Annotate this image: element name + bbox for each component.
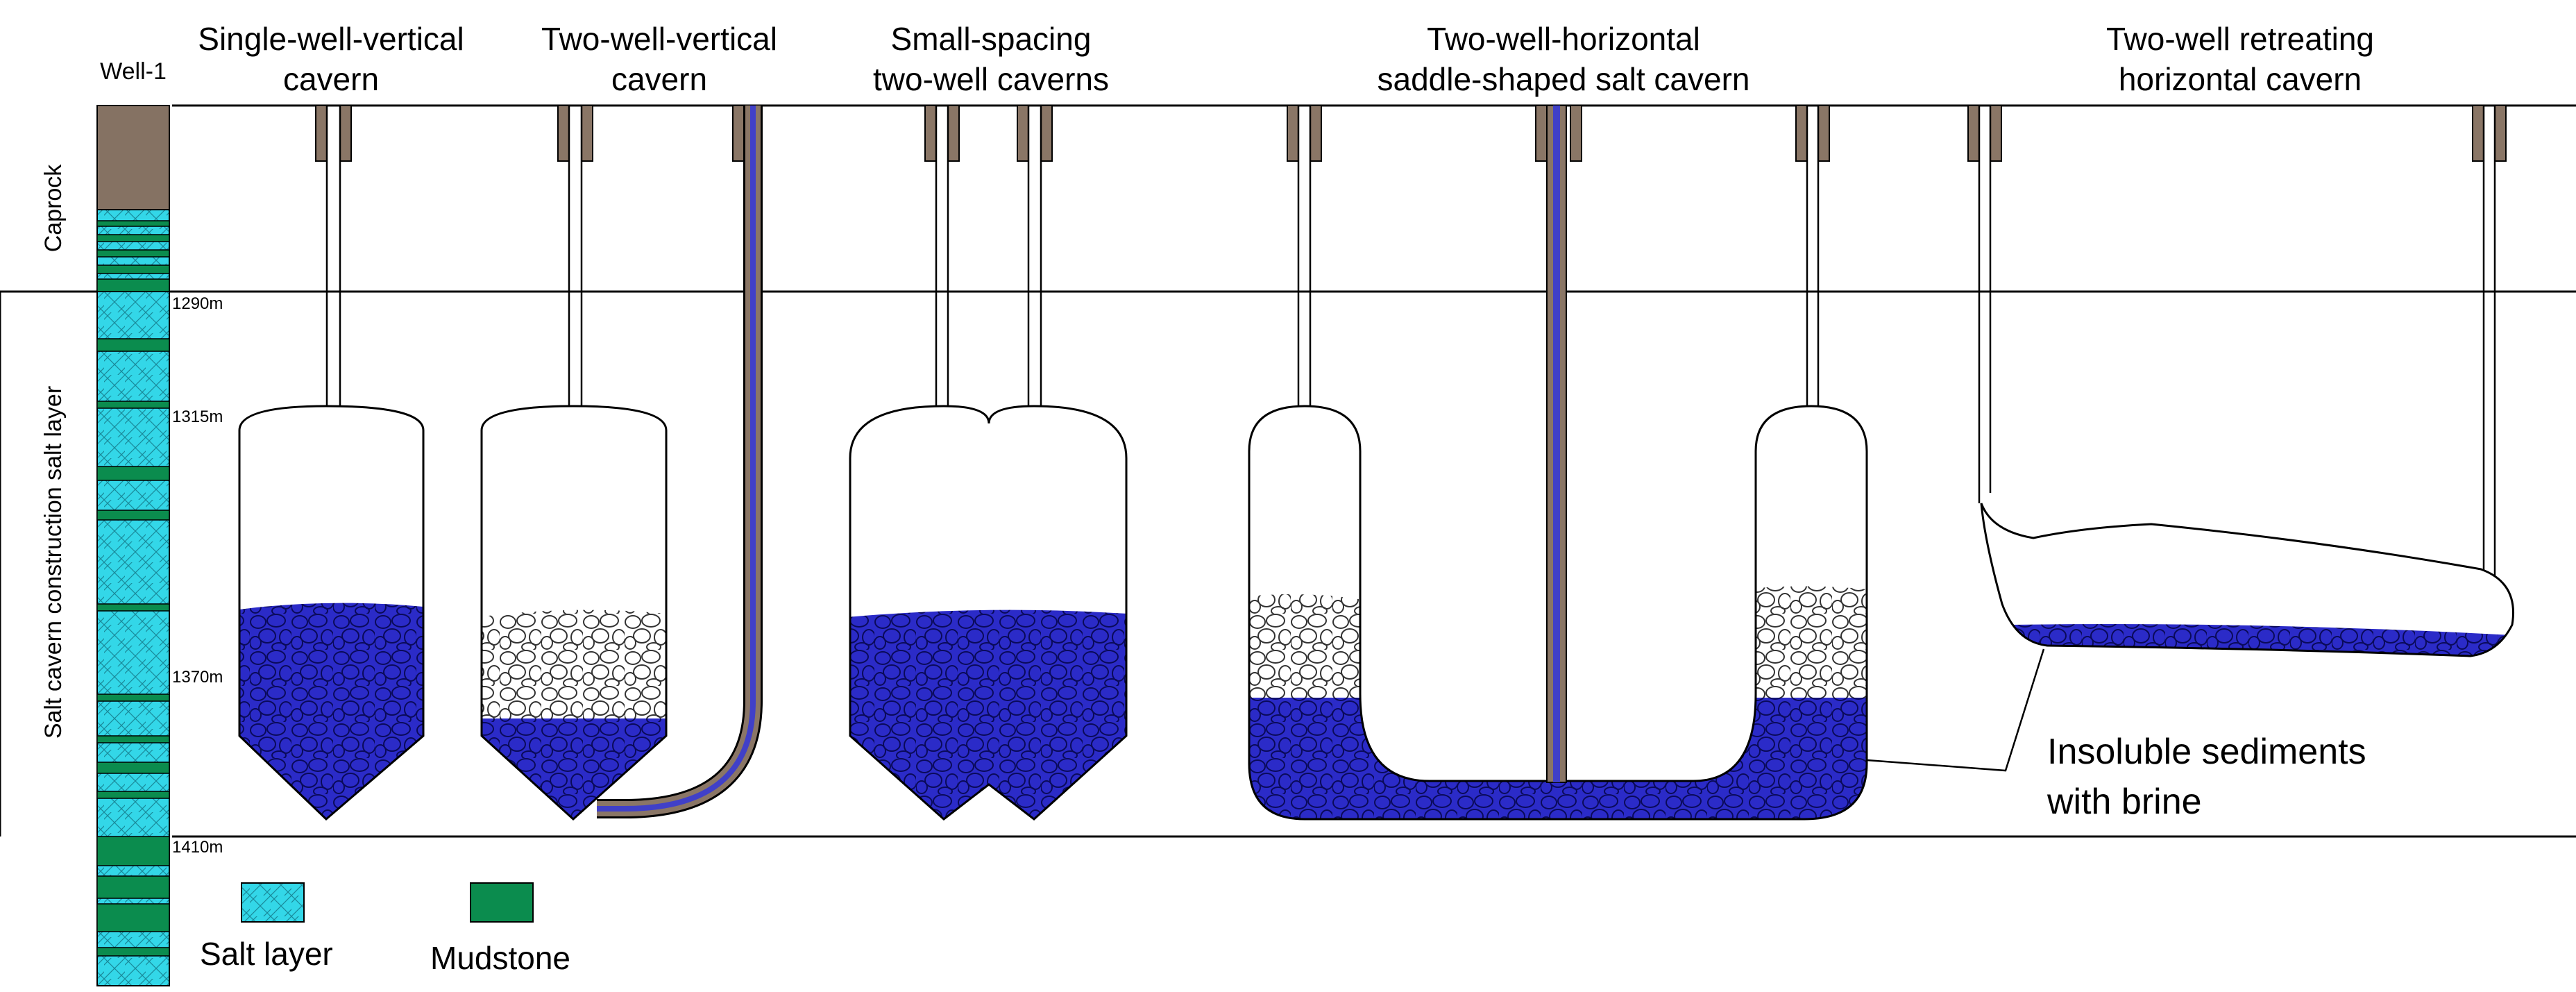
- cavern-single-well: [238, 405, 425, 821]
- sediment-callout: Insoluble sediments with brine: [1866, 648, 2366, 822]
- caprock-top-block: [96, 105, 170, 210]
- cavern-retreating-horizontal: [1980, 503, 2514, 657]
- well-casings: [315, 105, 2507, 162]
- legend: Salt layer Mudstone: [200, 882, 570, 976]
- cavern-title: two-well caverns: [873, 61, 1109, 97]
- well-tubing: [325, 106, 2496, 597]
- cavern-title: saddle-shaped salt cavern: [1378, 61, 1750, 97]
- cavern-title: Single-well-vertical: [198, 21, 464, 57]
- legend-salt-swatch: [241, 882, 305, 923]
- legend-mudstone-swatch: [470, 882, 534, 923]
- cavern-title: cavern: [283, 61, 379, 97]
- cavern-small-spacing: [849, 405, 1128, 821]
- callout-text: Insoluble sediments: [2047, 732, 2366, 772]
- caprock-label: Caprock: [40, 164, 67, 253]
- depth-label: 1290m: [172, 294, 223, 313]
- callout-text: with brine: [2047, 782, 2202, 822]
- depth-label: 1410m: [172, 838, 223, 857]
- well-label: Well-1: [100, 58, 167, 85]
- layer-boundaries: [0, 104, 2576, 838]
- cavern-two-well-vertical: [480, 106, 763, 821]
- mudstone-bands: [96, 220, 170, 957]
- cavern-titles: Single-well-vertical cavern Two-well-ver…: [198, 21, 2374, 97]
- legend-salt-label: Salt layer: [200, 936, 333, 972]
- depth-label: 1370m: [172, 668, 223, 687]
- salt-layer-label: Salt cavern construction salt layer: [40, 386, 67, 739]
- legend-mudstone-label: Mudstone: [430, 940, 570, 976]
- depth-label: 1315m: [172, 407, 223, 426]
- cavern-title: cavern: [611, 61, 707, 97]
- well-column: [96, 105, 170, 986]
- cavern-title: Small-spacing: [891, 21, 1092, 57]
- cavern-saddle-shaped: [1248, 105, 1868, 821]
- cavern-title: Two-well-vertical: [541, 21, 777, 57]
- cavern-title: horizontal cavern: [2119, 61, 2362, 97]
- cavern-title: Two-well retreating: [2106, 21, 2374, 57]
- cavern-title: Two-well-horizontal: [1427, 21, 1700, 57]
- depth-labels: 1290m 1315m 1370m 1410m: [172, 294, 223, 857]
